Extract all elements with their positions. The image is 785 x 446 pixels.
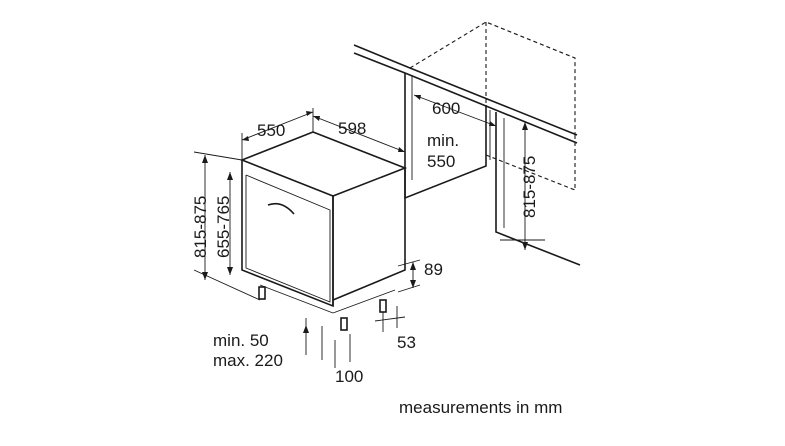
foot-offset-dimension: [374, 306, 406, 332]
depth-dimension: [241, 111, 314, 160]
door-gap-dimension: [303, 318, 323, 360]
door-gap-min-label: min. 50: [213, 331, 269, 350]
niche-outline: [353, 21, 581, 266]
niche-depth-value-label: 550: [427, 152, 455, 171]
plinth-label: 89: [424, 260, 443, 279]
niche-depth-min-label: min.: [427, 131, 459, 150]
body-height-label: 655-765: [214, 196, 233, 258]
body-height-dimension: [227, 172, 233, 275]
total-height-dimension: [193, 151, 261, 301]
niche-height-label: 815-875: [520, 156, 539, 218]
plinth-height-dimension: [397, 259, 421, 293]
width-dimension: [312, 108, 406, 168]
foot-distance-label: 100: [335, 367, 363, 386]
foot-offset-label: 53: [397, 333, 416, 352]
total-height-label: 815-875: [191, 196, 210, 258]
niche-width-label: 600: [432, 99, 460, 118]
caption: measurements in mm: [399, 398, 562, 417]
niche-height-dimension: [500, 122, 545, 250]
foot-distance-dimension: [334, 334, 351, 368]
niche-width-dimension: [413, 94, 497, 127]
door-gap-max-label: max. 220: [213, 351, 283, 370]
width-label: 598: [338, 119, 366, 138]
depth-label: 550: [257, 121, 285, 140]
dishwasher-body: [239, 131, 408, 331]
